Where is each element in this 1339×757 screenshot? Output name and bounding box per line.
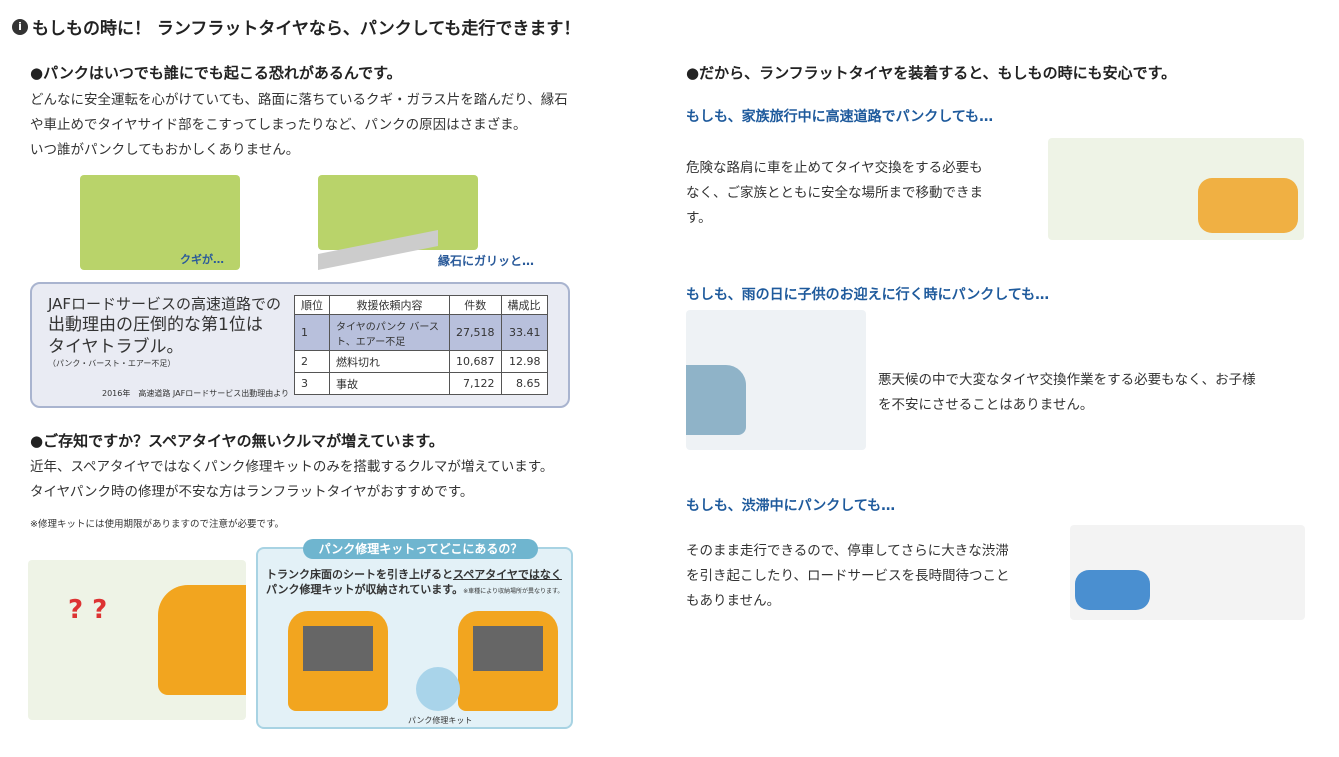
line: を引き起こしたり、ロードサービスを長時間待つこと — [686, 568, 1010, 584]
text: パンク修理キットが収納されています。 — [266, 583, 464, 596]
cell: 10,687 — [449, 350, 502, 373]
repair-kit-panel: パンク修理キットってどこにあるの？ トランク床面のシートを引き上げるとスペアタイ… — [256, 539, 573, 729]
line: 近年、スペアタイヤではなくパンク修理キットのみを搭載するクルマが増えています。 — [30, 459, 554, 475]
cell: 1 — [294, 314, 330, 351]
line: タイヤトラブル。 — [48, 337, 184, 357]
text: トランク床面のシートを引き上げると — [266, 568, 453, 581]
trunk-open-illustration — [458, 611, 558, 711]
cell: 燃料切れ — [329, 350, 450, 373]
line: す。 — [686, 210, 712, 226]
cell: タイヤのパンク バースト、エアー不足 — [329, 314, 450, 351]
title-text: もしもの時に！ ランフラットタイヤなら、パンクしても走行できます！ — [32, 19, 581, 39]
line: タイヤパンク時の修理が不安な方はランフラットタイヤがおすすめです。 — [30, 484, 474, 500]
trunk-illustration — [288, 611, 388, 711]
case-text: 悪天候の中で大変なタイヤ交換作業をする必要もなく、お子様を不安にさせることはあり… — [878, 368, 1256, 418]
car-illustration — [1075, 570, 1150, 610]
line: そのまま走行できるので、停車してさらに大きな渋滞 — [686, 543, 1009, 559]
cell: 8.65 — [500, 372, 548, 395]
repair-kit-icon — [416, 667, 460, 711]
th: 救援依頼内容 — [329, 295, 450, 315]
cell: 2 — [294, 350, 330, 373]
th: 件数 — [449, 295, 502, 315]
right-heading: ●だから、ランフラットタイヤを装着すると、もしもの時にも安心です。 — [686, 64, 1177, 82]
case-title: もしも、家族旅行中に高速道路でパンクしても… — [686, 109, 994, 125]
note: ※車種により収納場所が異なります。 — [463, 588, 564, 595]
curb-car-illustration — [318, 175, 478, 250]
nail-car-illustration: クギが… — [80, 175, 240, 270]
section1-text: どんなに安全運転を心がけていても、路面に落ちているクギ・ガラス片を踏んだり、縁石… — [30, 88, 568, 163]
kit-title: パンク修理キットってどこにあるの？ — [303, 539, 538, 559]
line: 悪天候の中で大変なタイヤ交換作業をする必要もなく、お子様 — [878, 372, 1256, 388]
case-title: もしも、雨の日に子供のお迎えに行く時にパンクしても… — [686, 287, 1050, 303]
traffic-jam-illustration — [1070, 525, 1305, 620]
line: を不安にさせることはありません。 — [878, 397, 1094, 413]
car-illustration — [1198, 178, 1298, 233]
line: や車止めでタイヤサイド部をこすってしまったりなど、パンクの原因はさまざま。 — [30, 117, 527, 133]
section2-text: 近年、スペアタイヤではなくパンク修理キットのみを搭載するクルマが増えています。 … — [30, 455, 553, 505]
line: いつ誰がパンクしてもおかしくありません。 — [30, 142, 300, 158]
th: 順位 — [294, 295, 330, 315]
section2-heading: ●ご存知ですか？スペアタイヤの無いクルマが増えています。 — [30, 432, 444, 450]
cell: 7,122 — [449, 372, 502, 395]
caption: クギが… — [180, 253, 224, 266]
rain-illustration — [686, 310, 866, 450]
car-illustration — [158, 585, 246, 695]
note: （パンク・バースト・エアー不足） — [48, 359, 176, 368]
line: JAFロードサービスの高速道路での — [48, 295, 282, 313]
line: 危険な路肩に車を止めてタイヤ交換をする必要も — [686, 160, 983, 176]
info-icon: i — [12, 18, 28, 35]
cell: 12.98 — [500, 350, 548, 373]
car-illustration — [686, 365, 746, 435]
caption: 縁石にガリッと… — [438, 254, 535, 268]
section1-heading: ●パンクはいつでも誰にでも起こる恐れがあるんです。 — [30, 64, 402, 82]
woman-confused-illustration: ? ? — [28, 560, 246, 720]
th: 構成比 — [500, 295, 548, 315]
jaf-stats-panel: JAFロードサービスの高速道路での 出動理由の圧倒的な第1位は タイヤトラブル。… — [30, 282, 570, 408]
case-title: もしも、渋滞中にパンクしても… — [686, 498, 896, 514]
kit-note: ※修理キットには使用期限がありますので注意が必要です。 — [30, 519, 285, 530]
source: 2016年 高速道路 JAFロードサービス出動理由より — [102, 389, 290, 398]
line: もありません。 — [686, 593, 781, 609]
kit-text: トランク床面のシートを引き上げるとスペアタイヤではなくパンク修理キットが収納され… — [266, 567, 563, 599]
text: スペアタイヤではなく — [453, 568, 562, 581]
case-text: そのまま走行できるので、停車してさらに大きな渋滞を引き起こしたり、ロードサービス… — [686, 539, 1009, 614]
cell: 27,518 — [449, 314, 502, 351]
cell: 33.41 — [500, 314, 548, 351]
line: 出動理由の圧倒的な第1位は — [48, 315, 263, 335]
cell: 3 — [294, 372, 330, 395]
cell: 事故 — [329, 372, 450, 395]
jaf-headline: JAFロードサービスの高速道路での 出動理由の圧倒的な第1位は タイヤトラブル。… — [48, 294, 284, 370]
line: なく、ご家族とともに安全な場所まで移動できま — [686, 185, 983, 201]
kit-label: パンク修理キット — [408, 716, 473, 725]
case-text: 危険な路肩に車を止めてタイヤ交換をする必要もなく、ご家族とともに安全な場所まで移… — [686, 156, 983, 231]
line: どんなに安全運転を心がけていても、路面に落ちているクギ・ガラス片を踏んだり、縁石 — [30, 92, 568, 108]
question-mark-icon: ? ? — [68, 595, 108, 625]
family-highway-illustration — [1048, 138, 1304, 240]
